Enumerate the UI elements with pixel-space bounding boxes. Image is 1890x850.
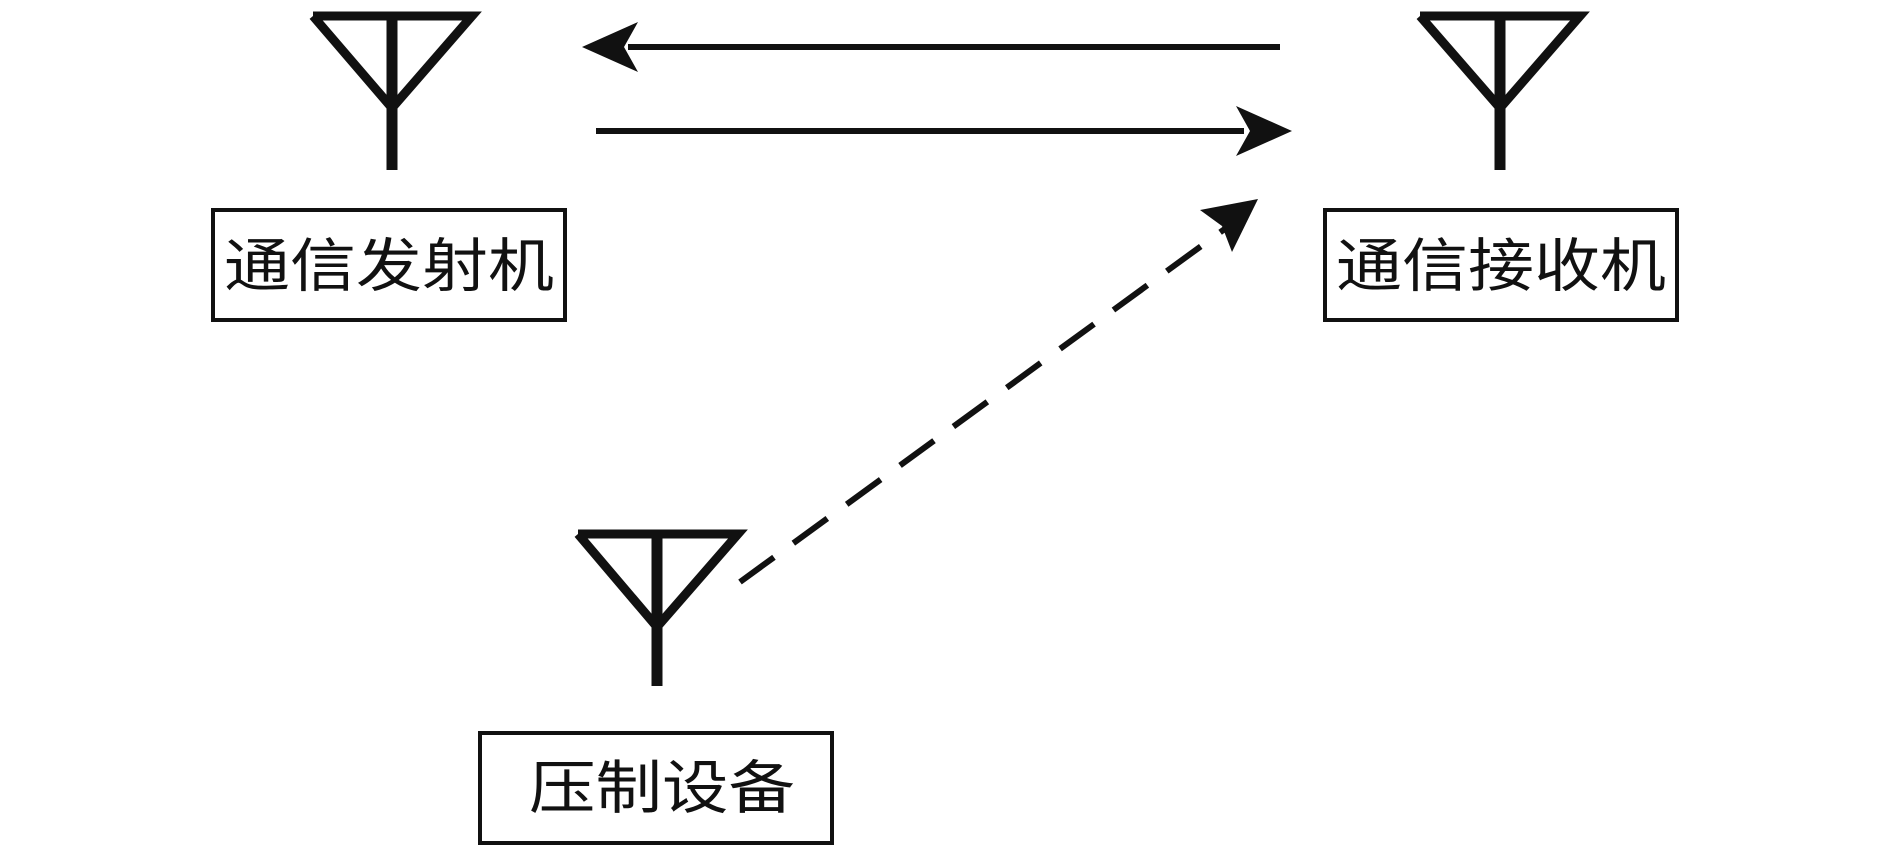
receiver-antenna-icon bbox=[1416, 11, 1590, 170]
receiver-label: 通信接收机 bbox=[1336, 232, 1666, 300]
receiver-box: 通信接收机 bbox=[1323, 208, 1679, 322]
transmitter-antenna-icon bbox=[309, 11, 482, 170]
jammer-antenna-icon bbox=[574, 529, 748, 686]
arrow-transmitter-to-receiver bbox=[596, 106, 1292, 156]
transmitter-label: 通信发射机 bbox=[224, 232, 554, 300]
jamming-arrow-dashed bbox=[738, 199, 1258, 585]
transmitter-box: 通信发射机 bbox=[211, 208, 567, 322]
arrow-receiver-to-transmitter bbox=[582, 22, 1280, 72]
jammer-box: 压制设备 bbox=[478, 731, 834, 845]
jammer-label: 压制设备 bbox=[529, 754, 795, 822]
